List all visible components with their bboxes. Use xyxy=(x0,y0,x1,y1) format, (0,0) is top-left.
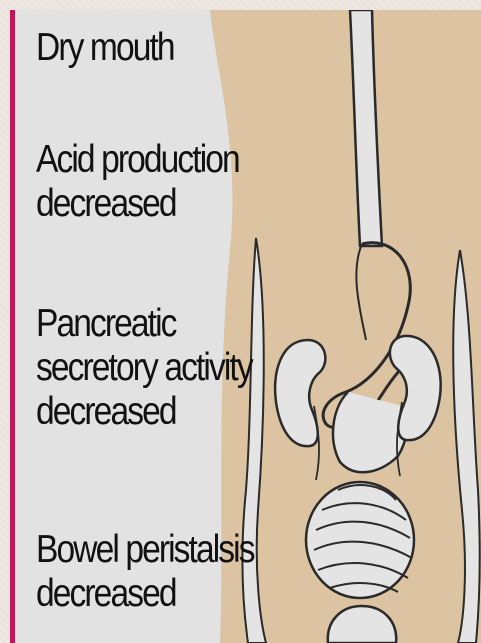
label-line: decreased xyxy=(36,182,239,226)
label-line: Pancreatic xyxy=(36,302,252,346)
label-line: Acid production xyxy=(36,138,239,182)
label-line: Dry mouth xyxy=(36,26,174,70)
accent-bar xyxy=(10,10,15,643)
label-acid-production: Acid production decreased xyxy=(36,138,239,226)
intestine-outline xyxy=(306,482,414,598)
label-line: decreased xyxy=(36,572,254,616)
small-intestine xyxy=(306,482,414,598)
label-line: Bowel peristalsis xyxy=(36,528,254,572)
label-pancreatic-activity: Pancreatic secretory activity decreased xyxy=(36,302,252,434)
label-line: secretory activity xyxy=(36,346,252,390)
label-bowel-peristalsis: Bowel peristalsis decreased xyxy=(36,528,254,616)
label-dry-mouth: Dry mouth xyxy=(36,26,174,70)
diagram-figure: Dry mouth Acid production decreased Panc… xyxy=(10,10,481,643)
label-line: decreased xyxy=(36,390,252,434)
